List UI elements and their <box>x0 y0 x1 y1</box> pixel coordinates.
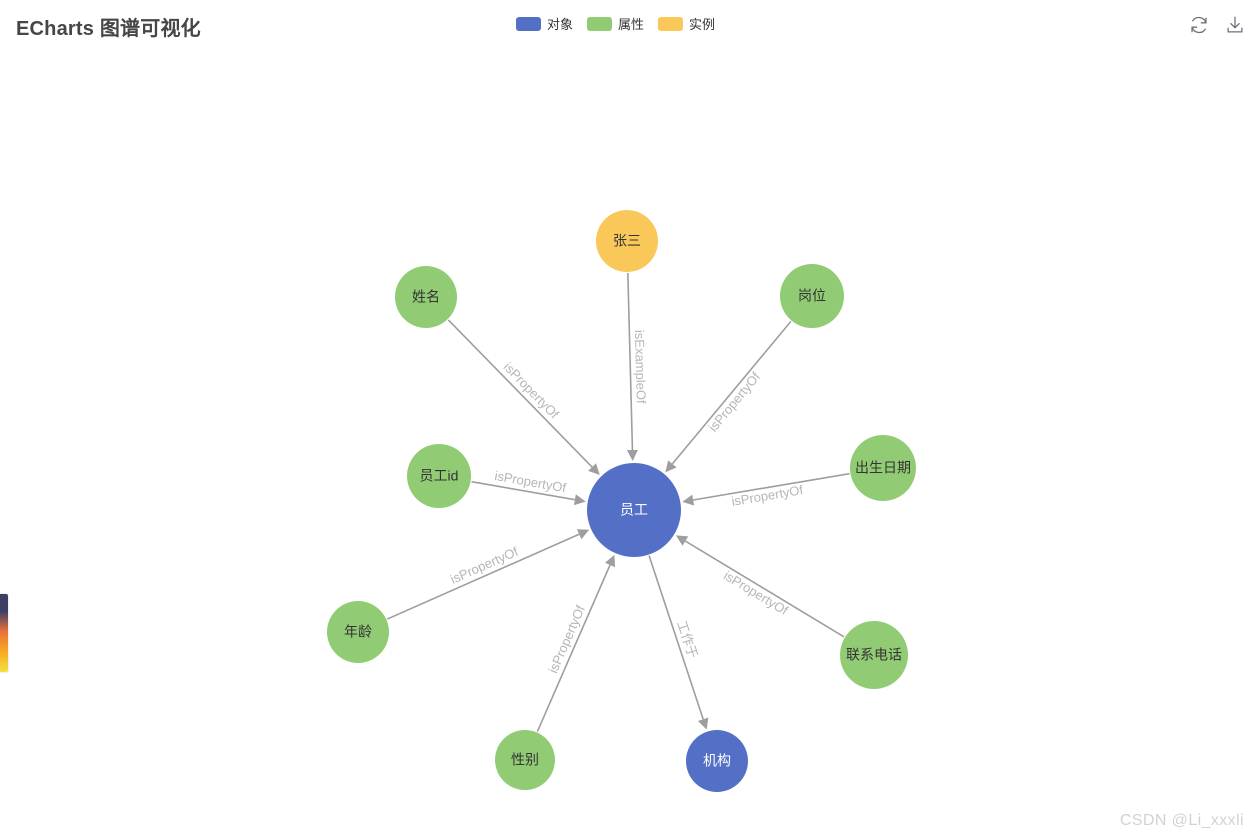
graph-edge-arrowhead <box>576 529 590 540</box>
graph-edge[interactable] <box>671 320 792 465</box>
graph-edge-arrowhead <box>675 535 689 546</box>
graph-node-label: 年龄 <box>344 624 372 640</box>
download-icon[interactable] <box>1224 14 1246 36</box>
graph-node-xingming[interactable]: 姓名 <box>395 266 457 328</box>
graph-edge-arrowhead <box>665 460 677 473</box>
graph-node-circle[interactable] <box>587 463 681 557</box>
graph-node-circle[interactable] <box>840 621 908 689</box>
visual-map-gradient[interactable] <box>0 594 8 672</box>
legend-swatch-instance <box>658 16 684 31</box>
legend-label-object: 对象 <box>547 17 574 32</box>
graph-node-gangwei[interactable]: 岗位 <box>780 264 844 328</box>
legend-label-instance: 实例 <box>689 17 716 32</box>
graph-edge[interactable] <box>447 319 593 468</box>
graph-node-label: 员工id <box>420 468 459 484</box>
graph-edge-label: isPropertyOf <box>501 359 562 421</box>
graph-edge[interactable] <box>386 533 580 620</box>
graph-node-circle[interactable] <box>327 601 389 663</box>
graph-edge-label: 工作于 <box>674 619 700 661</box>
graph-edge[interactable] <box>648 555 704 720</box>
toolbox <box>1188 14 1246 36</box>
graph-node-label: 姓名 <box>412 289 440 305</box>
graph-edge-arrowhead <box>682 494 695 506</box>
graph-edge-arrowhead <box>604 554 616 568</box>
graph-edge-arrowhead <box>588 463 600 475</box>
graph-node-circle[interactable] <box>495 730 555 790</box>
graph-node-circle[interactable] <box>686 730 748 792</box>
graph-node-label: 机构 <box>703 753 731 769</box>
graph-node-label: 性别 <box>511 752 539 768</box>
graph-edge[interactable] <box>536 564 611 732</box>
graph-node-circle[interactable] <box>780 264 844 328</box>
watermark: CSDN @Li_xxxli <box>1119 812 1244 829</box>
legend-label-property: 属性 <box>618 17 645 32</box>
legend-item-property[interactable]: 属性 <box>587 14 644 33</box>
edges-layer <box>386 272 850 732</box>
graph-node-label: 员工 <box>620 502 648 518</box>
legend-item-instance[interactable]: 实例 <box>658 14 715 33</box>
graph-edge-label: isPropertyOf <box>705 369 763 434</box>
restore-icon[interactable] <box>1188 14 1210 36</box>
legend-item-object[interactable]: 对象 <box>516 14 573 33</box>
graph-node-label: 张三 <box>613 233 641 249</box>
graph-edge[interactable] <box>627 272 634 451</box>
graph-node-chushengrq[interactable]: 出生日期 <box>850 435 916 501</box>
graph-node-label: 岗位 <box>798 288 826 304</box>
graph-edge-arrowhead <box>626 449 638 462</box>
graph-edge[interactable] <box>693 472 850 501</box>
graph-node-nianling[interactable]: 年龄 <box>327 601 389 663</box>
graph-node-circle[interactable] <box>596 210 658 272</box>
graph-node-jigou[interactable]: 机构 <box>686 730 748 792</box>
graph-node-lianxidh[interactable]: 联系电话 <box>840 621 908 689</box>
graph-node-yuangong[interactable]: 员工 <box>587 463 681 557</box>
graph-edge-label: isPropertyOf <box>730 482 804 509</box>
graph-edge-label: isExampleOf <box>632 330 649 404</box>
legend-swatch-object <box>516 16 541 31</box>
graph-edge[interactable] <box>471 480 576 501</box>
graph-edge-arrowhead <box>697 717 709 730</box>
graph-node-label: 出生日期 <box>855 460 911 476</box>
graph-node-xingbie[interactable]: 性别 <box>495 730 555 790</box>
graph-edge-label: isPropertyOf <box>721 568 791 618</box>
graph-node-zhangsan[interactable]: 张三 <box>596 210 658 272</box>
graph-node-circle[interactable] <box>407 444 471 508</box>
graph-node-label: 联系电话 <box>846 647 902 663</box>
legend-swatch-property <box>587 16 613 31</box>
legend: 对象 属性 实例 <box>516 14 715 33</box>
graph-edge-arrowhead <box>573 494 586 506</box>
graph-node-circle[interactable] <box>850 435 916 501</box>
graph-node-yuangongid[interactable]: 员工id <box>407 444 471 508</box>
graph-edge[interactable] <box>684 540 845 638</box>
page-title: ECharts 图谱可视化 <box>16 18 201 40</box>
graph-node-circle[interactable] <box>395 266 457 328</box>
